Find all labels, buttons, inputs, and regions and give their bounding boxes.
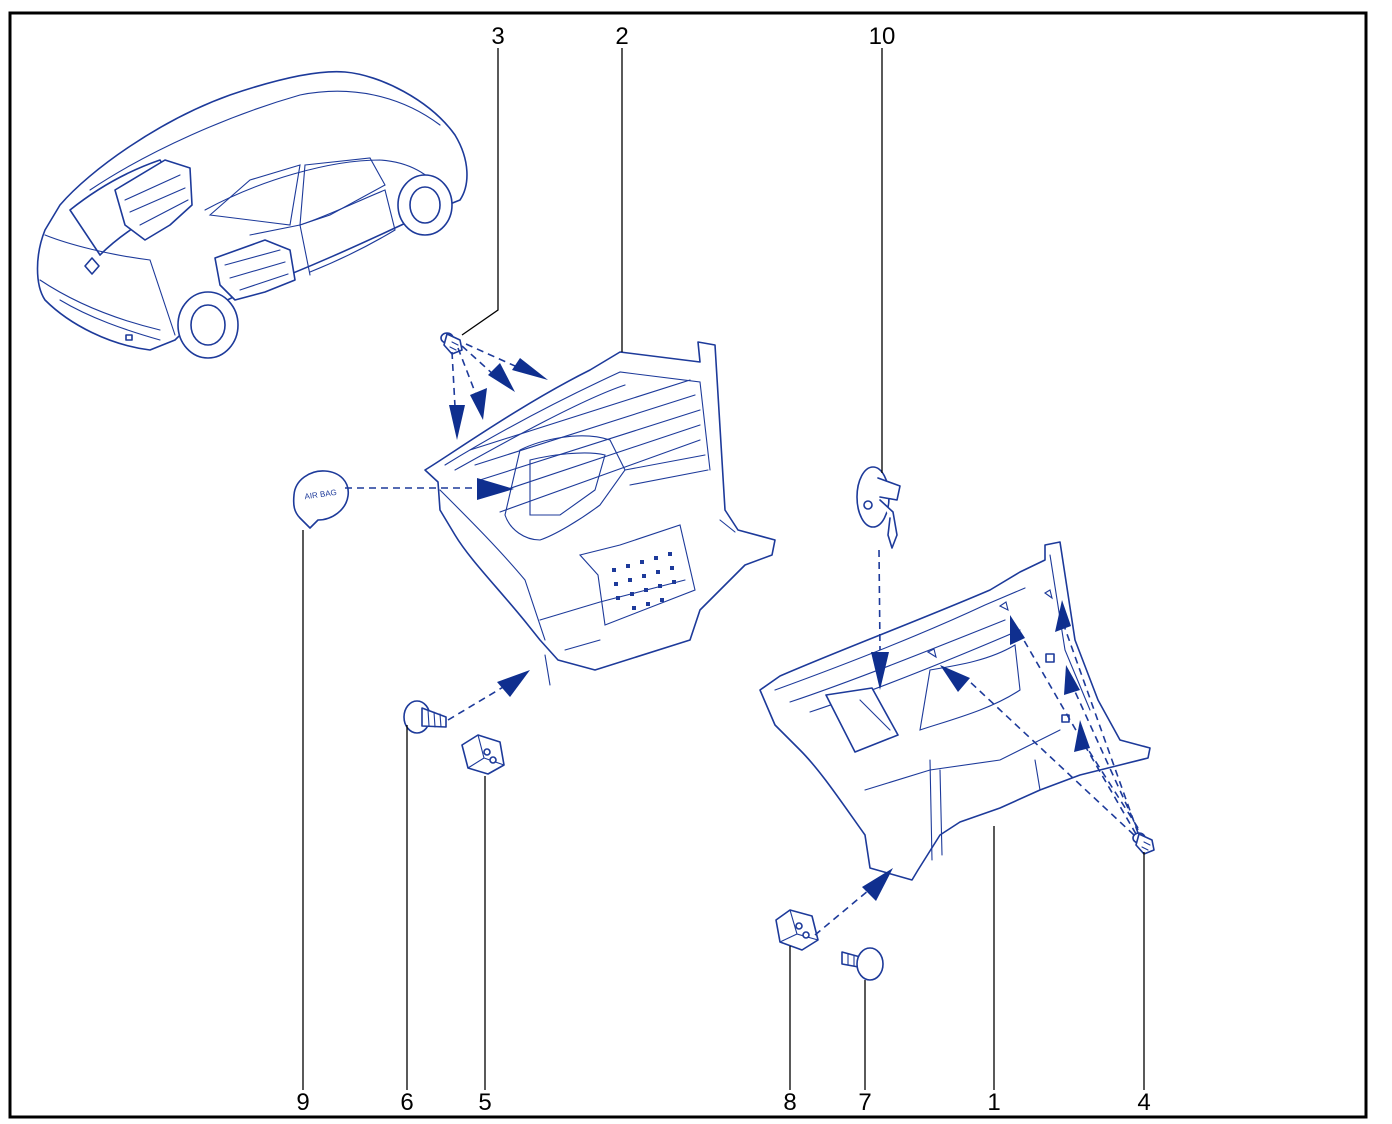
- callout-2: 2: [615, 23, 628, 50]
- callout-1: 1: [987, 1089, 1000, 1116]
- arrowhead: [449, 405, 465, 440]
- part-1-lower-side-trim-panel: [759, 541, 1151, 881]
- arrowhead: [470, 388, 487, 420]
- arrowhead: [477, 478, 514, 500]
- arrowhead: [940, 665, 970, 692]
- part-9-airbag-cover: AIR BAG: [292, 470, 350, 529]
- car-overview-illustration: [36, 70, 468, 359]
- airbag-cover-label: AIR BAG: [304, 488, 337, 501]
- arrowhead: [488, 363, 515, 392]
- arrowhead: [1010, 615, 1025, 645]
- callout-numbers: 3 2 10 9 6 5 8 7 1 4: [296, 23, 1150, 1116]
- callout-6: 6: [400, 1089, 413, 1116]
- arrowhead: [1055, 600, 1071, 632]
- diagram-frame: [8, 11, 1368, 1119]
- part-7-screw: [841, 947, 884, 981]
- callout-7: 7: [858, 1089, 871, 1116]
- part-5-clip-nut: [461, 734, 505, 775]
- part-2-upper-side-trim-panel: [424, 341, 776, 686]
- callout-3: 3: [491, 23, 504, 50]
- assembly-arrowheads: [449, 358, 1090, 901]
- part-3-clip: [440, 332, 463, 355]
- part-8-clip-nut: [775, 909, 819, 951]
- arrowhead: [862, 868, 893, 901]
- callout-9: 9: [296, 1089, 309, 1116]
- arrowhead: [1064, 665, 1080, 695]
- callout-leader-lines: [302, 48, 1145, 1090]
- arrowhead: [512, 358, 548, 380]
- arrowhead: [1074, 720, 1090, 752]
- arrowhead: [871, 652, 889, 690]
- callout-5: 5: [478, 1089, 491, 1116]
- callout-4: 4: [1137, 1089, 1150, 1116]
- part-2-perforated-area: [612, 552, 676, 610]
- part-6-screw: [403, 700, 447, 734]
- part-4-clip: [1132, 832, 1155, 855]
- arrowhead: [497, 670, 530, 697]
- callout-10: 10: [869, 23, 896, 50]
- part-10-hook-bracket: [856, 466, 901, 549]
- callout-8: 8: [783, 1089, 796, 1116]
